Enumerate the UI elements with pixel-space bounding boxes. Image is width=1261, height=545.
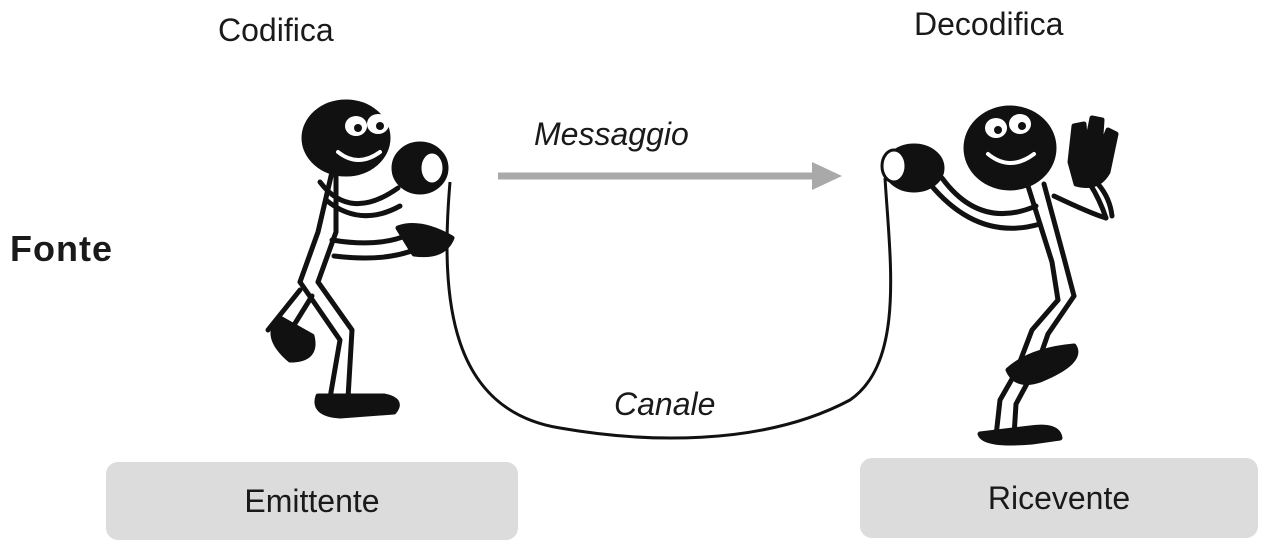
encoding-label: Codifica	[218, 12, 334, 48]
sender-label: Emittente	[244, 482, 380, 519]
channel-string	[445, 177, 893, 440]
decoding-label: Decodifica	[914, 6, 1064, 42]
receiver-figure	[880, 105, 1119, 446]
sender-figure	[265, 99, 455, 419]
receiver-box: Ricevente	[860, 458, 1258, 538]
message-arrow	[498, 162, 842, 190]
source-label: Fonte	[10, 228, 113, 269]
receiver-label: Ricevente	[987, 479, 1131, 516]
message-label: Messaggio	[534, 116, 689, 152]
channel-label: Canale	[614, 386, 716, 422]
sender-box: Emittente	[106, 462, 518, 540]
